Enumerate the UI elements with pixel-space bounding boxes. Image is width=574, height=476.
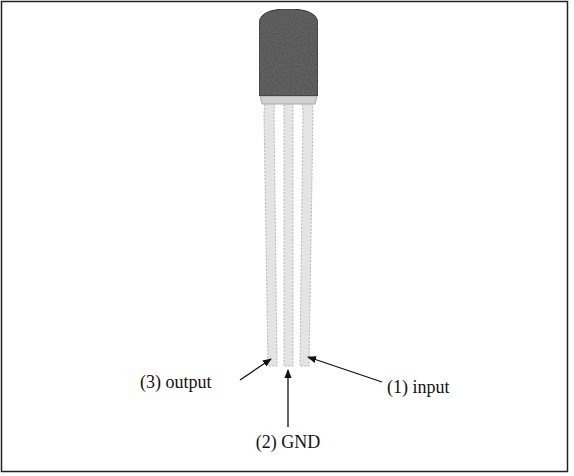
leader-arrow (240, 359, 271, 380)
lead-gnd (284, 94, 293, 366)
lead-output (264, 94, 277, 366)
pin-label: (1) input (387, 377, 450, 399)
lead-input (300, 94, 313, 366)
frame-border (2, 2, 568, 472)
lead-base (260, 96, 317, 104)
leader-arrow (287, 370, 288, 427)
transistor-leads (260, 94, 317, 366)
pin-label: (3) output (140, 372, 212, 394)
leader-arrow (308, 357, 382, 382)
pin-label: (2) GND (256, 432, 321, 454)
transistor-body (259, 9, 318, 96)
